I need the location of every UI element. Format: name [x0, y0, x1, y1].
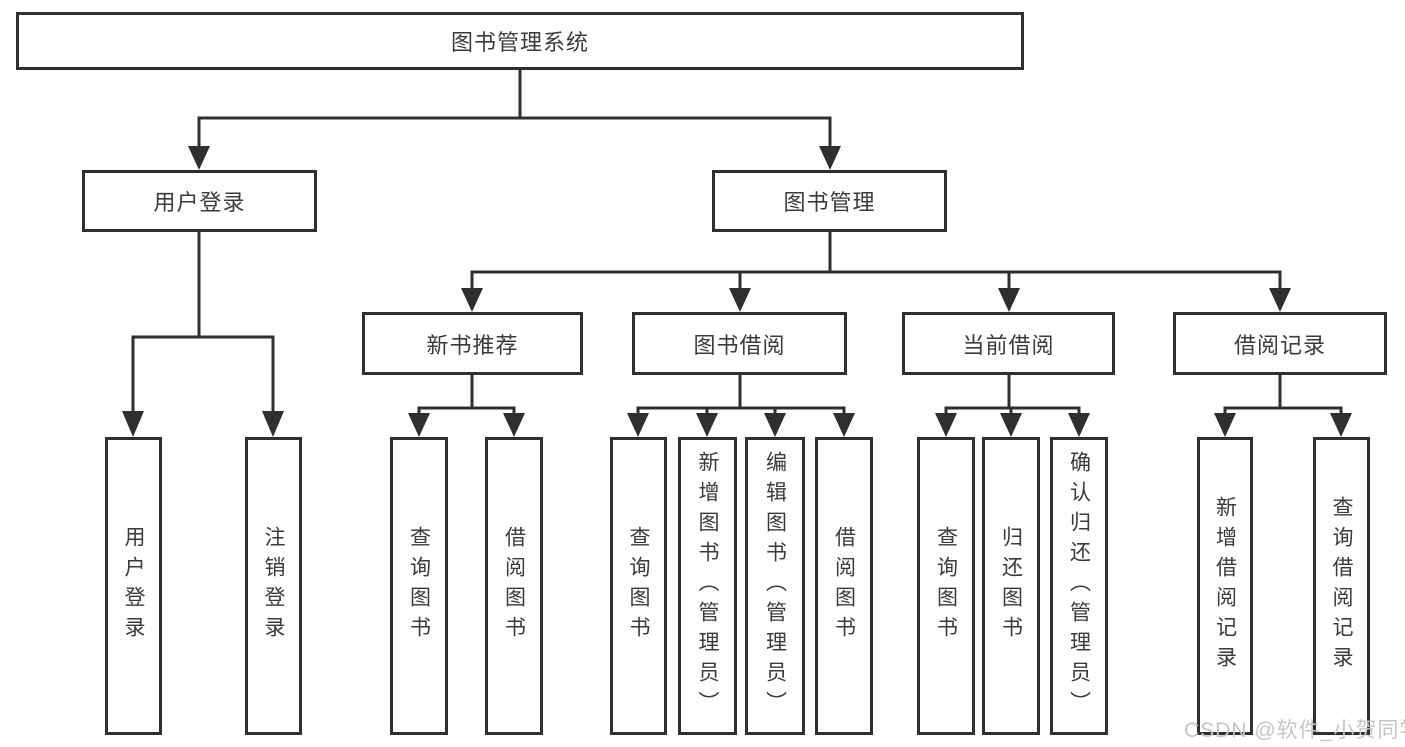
leaf-label: 注销登录	[262, 526, 285, 646]
watermark: CSDN @软件_小贺同学	[1184, 719, 1405, 742]
leaf-label: 查询图书	[627, 526, 650, 646]
arrowhead	[1269, 288, 1291, 312]
arrowhead	[935, 413, 957, 437]
node-library-system: 图书管理系统	[16, 12, 1024, 70]
connector-userlogin-to-leaves	[131, 230, 275, 413]
leaf-label: 用户登录	[122, 526, 145, 646]
arrowhead	[729, 288, 751, 312]
arrowhead	[833, 413, 855, 437]
arrowhead	[627, 413, 649, 437]
arrowhead	[1330, 413, 1352, 437]
arrowhead	[188, 146, 210, 170]
leaf-label: 编辑图书（管理员）	[763, 451, 787, 721]
node-new-book-recommend: 新书推荐	[362, 312, 583, 375]
arrowhead	[461, 288, 483, 312]
leaf-borrow-books: 借阅图书	[815, 437, 873, 735]
arrowhead	[503, 413, 525, 437]
leaf-edit-books-admin: 编辑图书（管理员）	[745, 437, 805, 735]
leaf-label: 新增借阅记录	[1213, 496, 1237, 676]
arrowhead	[1214, 413, 1236, 437]
leaf-add-books-admin: 新增图书（管理员）	[678, 437, 737, 735]
arrowhead	[1068, 413, 1090, 437]
leaf-borrow-books-recommend: 借阅图书	[485, 437, 543, 735]
arrowhead	[408, 413, 430, 437]
arrowhead	[122, 411, 144, 437]
leaf-return-books: 归还图书	[982, 437, 1040, 735]
leaf-label: 归还图书	[999, 526, 1023, 646]
connector-borrow-to-leaves	[636, 373, 846, 415]
leaf-query-books-recommend: 查询图书	[390, 437, 448, 735]
leaf-label: 借阅图书	[832, 526, 856, 646]
leaf-confirm-return-admin: 确认归还（管理员）	[1050, 437, 1108, 735]
leaf-user-login: 用户登录	[105, 437, 162, 735]
leaf-label: 新增图书（管理员）	[696, 451, 719, 721]
leaf-label: 查询借阅记录	[1330, 496, 1353, 676]
arrowhead	[262, 411, 284, 437]
leaf-query-borrow-record: 查询借阅记录	[1313, 437, 1370, 735]
arrowhead	[764, 413, 786, 437]
leaf-label: 确认归还（管理员）	[1067, 451, 1091, 721]
leaf-add-borrow-record: 新增借阅记录	[1197, 437, 1253, 735]
leaf-logout: 注销登录	[245, 437, 302, 735]
connector-bookmgmt-to-level3	[470, 230, 1282, 290]
arrowhead	[819, 146, 841, 170]
arrowhead	[696, 413, 718, 437]
node-current-borrow: 当前借阅	[902, 312, 1115, 375]
leaf-label: 查询图书	[407, 526, 431, 646]
arrowhead	[998, 288, 1020, 312]
connector-root-to-level2	[197, 68, 832, 148]
connector-newbook-to-leaves	[417, 373, 516, 415]
node-user-login: 用户登录	[82, 170, 317, 232]
leaf-query-books-borrow: 查询图书	[610, 437, 667, 735]
leaf-label: 查询图书	[934, 526, 958, 646]
leaf-query-books-current: 查询图书	[917, 437, 975, 735]
node-borrow-records: 借阅记录	[1173, 312, 1387, 375]
arrowhead	[1000, 413, 1022, 437]
node-book-borrow: 图书借阅	[632, 312, 847, 375]
connector-records-to-leaves	[1223, 373, 1343, 415]
node-book-management: 图书管理	[712, 170, 947, 232]
leaf-label: 借阅图书	[502, 526, 526, 646]
connector-current-to-leaves	[944, 373, 1081, 415]
